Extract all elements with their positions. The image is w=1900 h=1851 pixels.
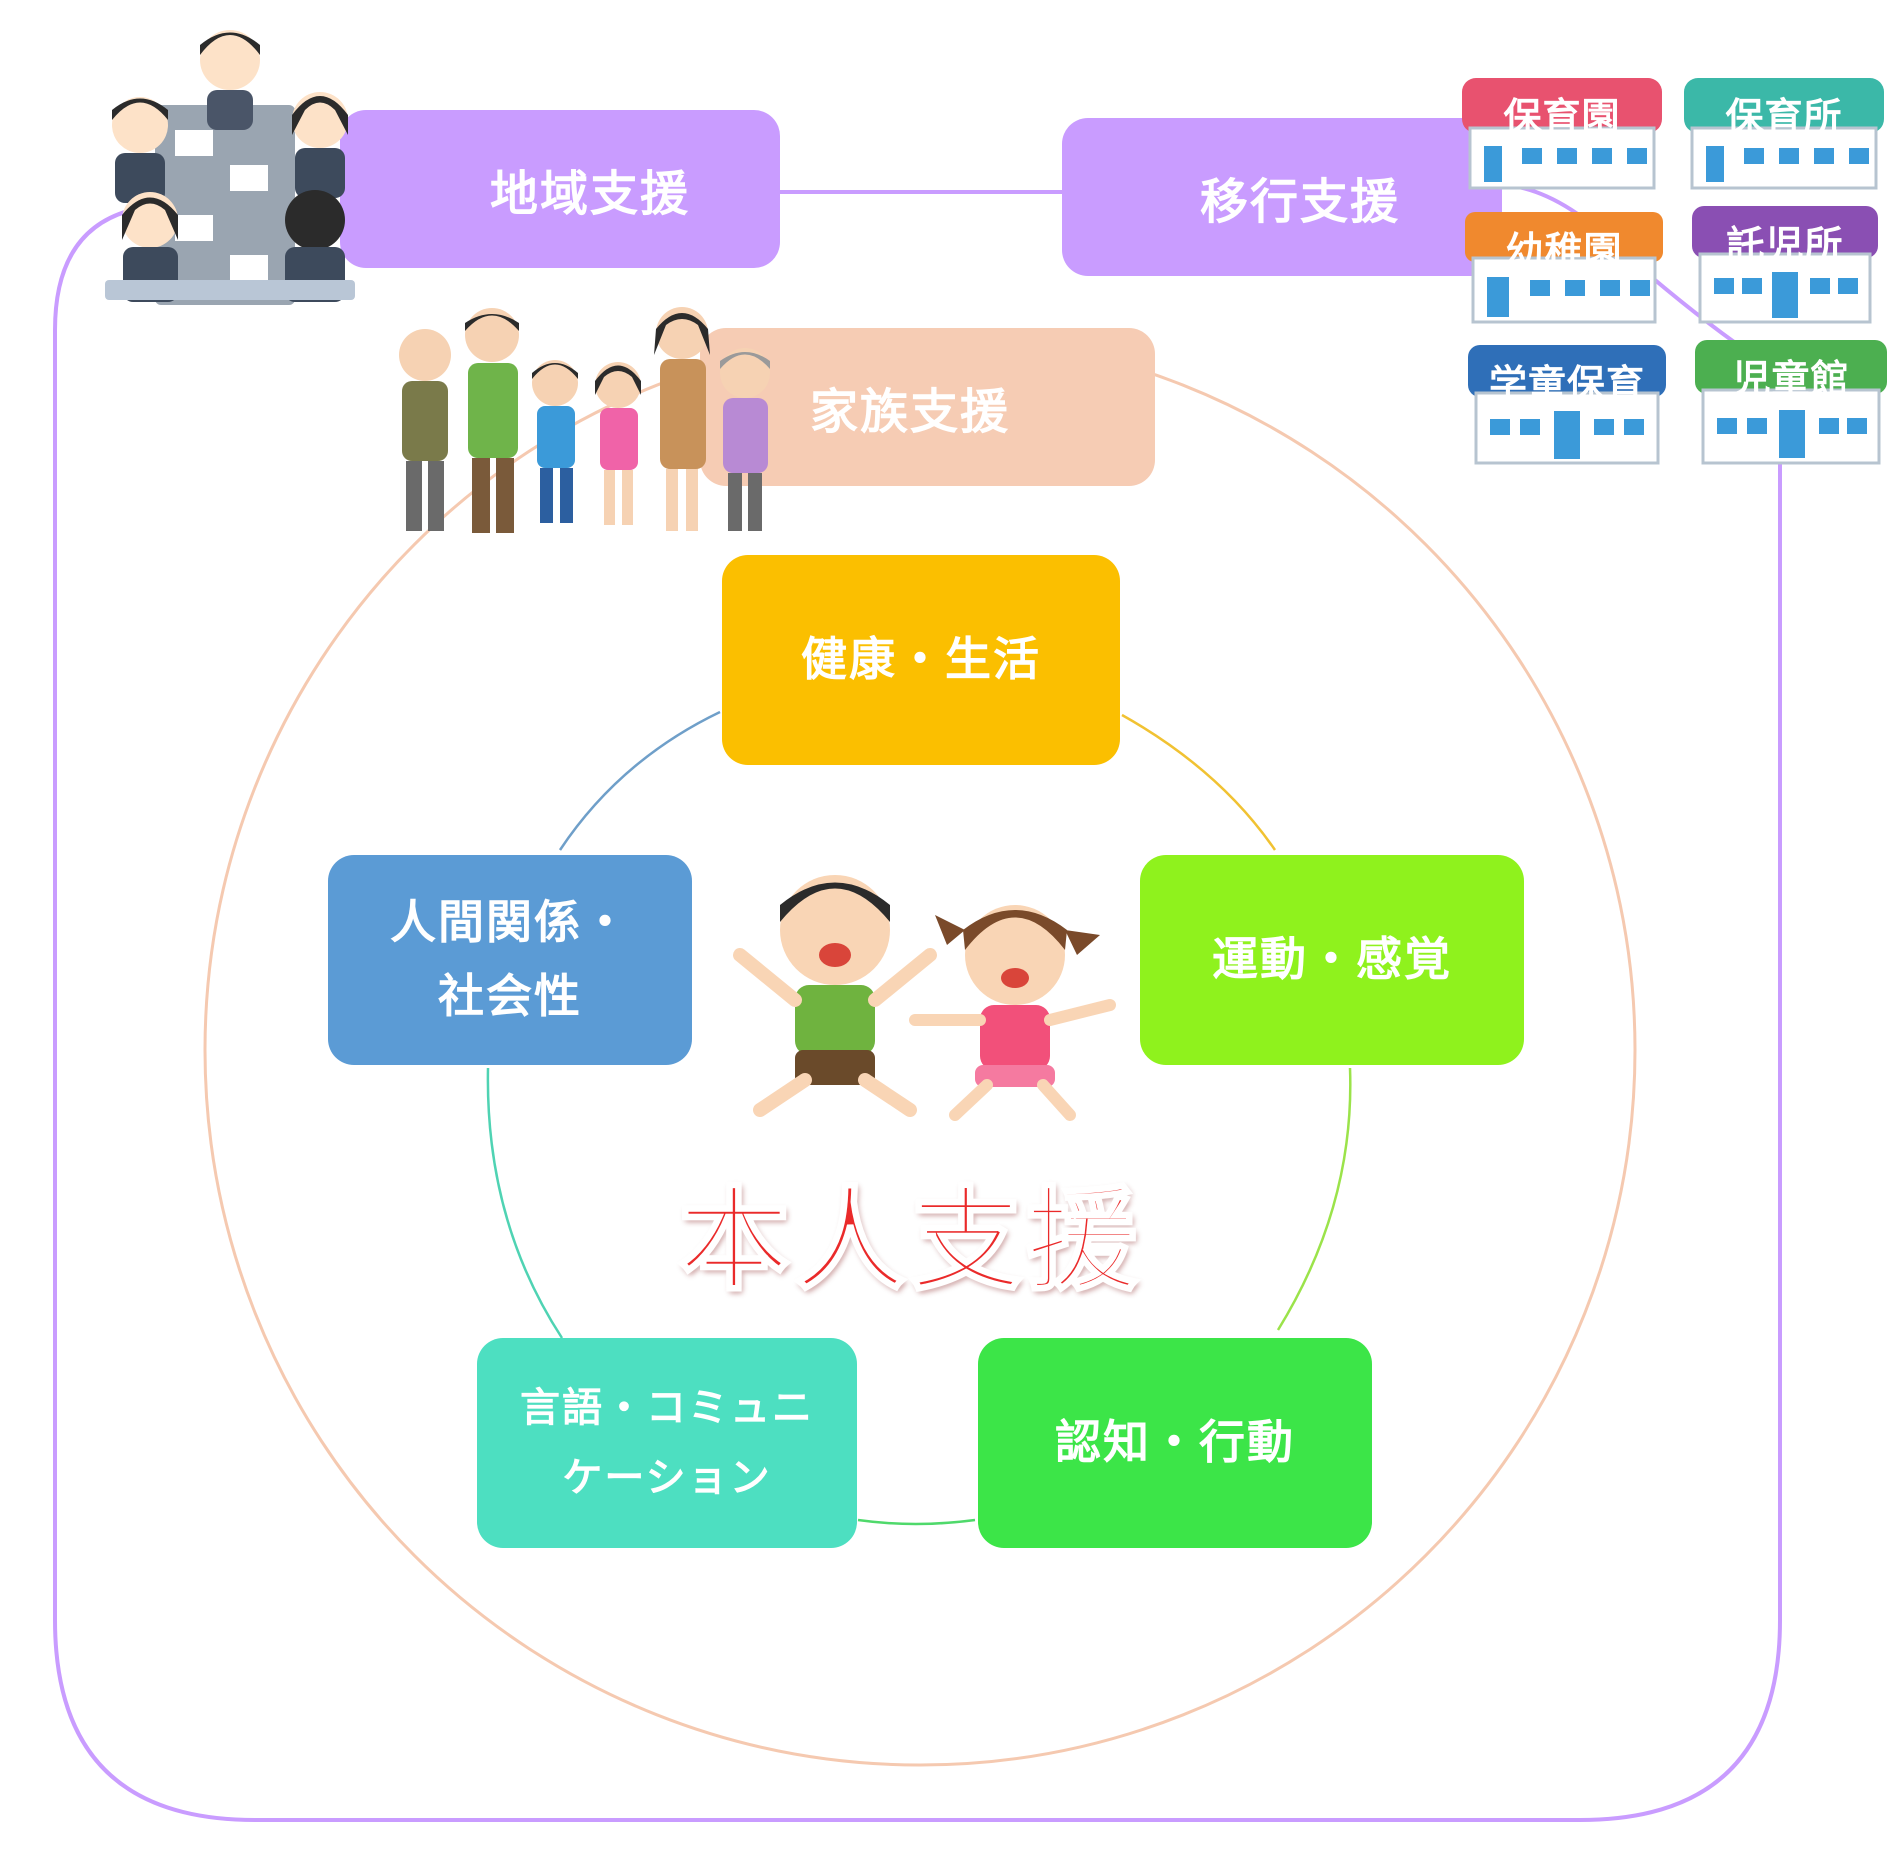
ring-arc-health-motor: [1121, 713, 1277, 851]
facility-afterschool: 学童保育: [1468, 345, 1666, 465]
facility-daycare: 託児所: [1692, 206, 1878, 324]
family-illustration: [399, 307, 770, 533]
family-support-label: 家族支援: [810, 384, 1011, 440]
facility-name: 保育所: [1725, 95, 1843, 139]
social-relations-label-line1: 人間関係・: [390, 895, 630, 950]
motor-sensory-label: 運動・感覚: [1212, 932, 1452, 987]
building-icon: [1462, 78, 1662, 190]
transition-support-label: 移行支援: [1200, 174, 1401, 230]
language-communication-label-line1: 言語・コミュニ: [520, 1385, 814, 1431]
ring-arc-motor-cognition: [1276, 1067, 1352, 1331]
facility-name: 学童保育: [1488, 362, 1645, 406]
building-icon: [1465, 212, 1663, 324]
cognition-behavior-box: 認知・行動: [978, 1338, 1372, 1548]
building-icon: [1695, 340, 1887, 465]
social-relations-box: 人間関係・ 社会性: [328, 855, 692, 1065]
health-life-label: 健康・生活: [801, 632, 1041, 687]
ring-arc-social-health: [558, 710, 721, 851]
building-icon: [1684, 78, 1884, 190]
building-icon: [1692, 206, 1878, 324]
meeting-illustration: [105, 30, 355, 305]
transition-support-box: 移行支援: [1062, 118, 1502, 276]
language-communication-label-line2: ケーション: [562, 1455, 772, 1501]
children-illustration: [733, 875, 1116, 1121]
ring-arc-language-social: [486, 1067, 564, 1339]
center-title: 本人支援: [677, 1175, 1142, 1308]
facility-childrens-hall: 児童館: [1695, 340, 1887, 465]
health-life-box: 健康・生活: [722, 555, 1120, 765]
community-support-label: 地域支援: [489, 166, 690, 222]
community-support-box: 地域支援: [340, 110, 780, 268]
facility-nursery-sho: 保育所: [1684, 78, 1884, 190]
facility-name: 保育園: [1503, 95, 1621, 139]
facility-name: 幼稚園: [1505, 229, 1623, 273]
community-frame: [53, 203, 1782, 1822]
ring-arc-cognition-language: [857, 1518, 976, 1526]
building-icon: [1468, 345, 1666, 465]
facility-kindergarten: 幼稚園: [1465, 212, 1663, 324]
facility-name: 児童館: [1732, 357, 1850, 401]
language-communication-box: 言語・コミュニ ケーション: [477, 1338, 857, 1548]
facility-nursery-en: 保育園: [1462, 78, 1662, 190]
family-support-box: 家族支援: [700, 328, 1155, 486]
motor-sensory-box: 運動・感覚: [1140, 855, 1524, 1065]
social-relations-label-line2: 社会性: [438, 969, 582, 1023]
cognition-behavior-label: 認知・行動: [1055, 1415, 1295, 1470]
facility-name: 託児所: [1726, 223, 1844, 267]
